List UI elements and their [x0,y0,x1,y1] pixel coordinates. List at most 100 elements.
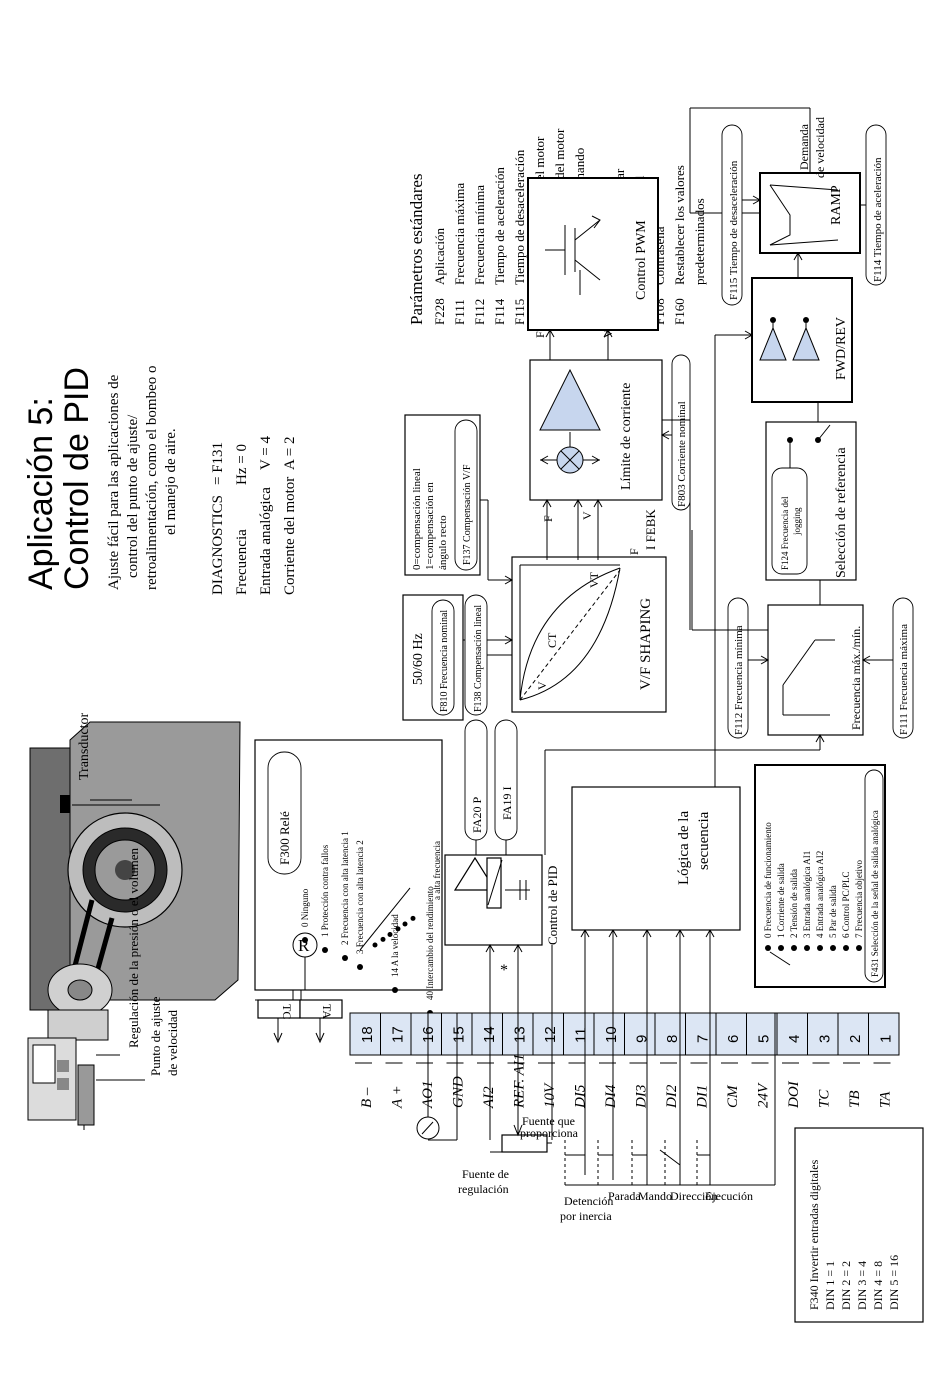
vf-f-label: F [627,548,641,555]
ao-option: 3 Entrada analógica AI1 [802,851,812,938]
din-row: DIN 1 = 1 [823,1261,837,1310]
terminal-cell [868,1012,900,1056]
terminal-name: AI2 [481,1086,497,1109]
ao-option: 1 Corriente de salida [776,863,786,938]
terminal-name: CM [725,1084,741,1108]
current-limit: Límite de corriente F V I FEBK F803 Corr… [529,328,691,560]
comp-text-line: 1=compensación en [424,482,436,570]
terminal-name: TA [878,1091,894,1108]
f137-label: F137 Compensación V/F [462,464,473,565]
relay-option: 1 Protección contra fallos [320,844,330,937]
description-line: el manejo de aire. [163,428,179,535]
relay-contact-ta: TA [320,1004,334,1019]
param-label: Aplicación [432,227,447,285]
relay-option: 14 A la velocidad [390,914,400,977]
description-line: Ajuste fácil para las aplicaciones de [106,374,122,590]
setpoint-label: de velocidad [165,1009,180,1076]
proportional-source-label: proporciona [520,1126,579,1140]
terminal-number: 6 [725,1035,742,1043]
run-label: Ejecución [705,1189,753,1203]
title-line-1: Aplicación 5: [22,397,60,590]
vf-label: V/F SHAPING [638,598,654,690]
f124b-label: jogging [792,507,802,536]
description-line: control del punto de ajuste/ [125,414,141,578]
regulation-label: Regulación de la presión o el volumen [126,847,141,1048]
terminal-number: 10 [603,1026,620,1043]
limit-label: Límite de corriente [619,383,634,490]
diagnostics-value: A = 2 [282,437,298,470]
terminal-number: 9 [634,1035,651,1043]
vf-v-label: V [535,681,549,690]
param-label: Frecuencia mínima [472,185,487,285]
terminal-wiring: Fuente de regulación Fuente que proporci… [416,1013,776,1223]
f115-label: F115 Tiempo de desaceleración [728,160,740,300]
signal-links [546,419,691,630]
terminal-number: 4 [786,1035,803,1043]
terminal-name: REF. AI1 [512,1054,528,1109]
terminal-cell [776,1012,808,1056]
freq-limit: Frecuencia máx./mín. F112 Frecuencia mín… [691,530,914,750]
diagnostics-value: Hz = 0 [234,444,250,485]
ref-select-label: Selección de referencia [834,447,849,578]
f111-label: F111 Frecuencia máxima [898,624,910,735]
feedback-source-label: regulación [458,1182,509,1196]
sequence-inputs [551,928,715,1013]
ao-option: 2 Tensión de salida [789,869,799,938]
terminal-number: 5 [756,1035,773,1043]
relay-contact-tc: TC [280,1004,294,1019]
description-line: retroalimentación, como el bombeo o [144,365,160,590]
terminal-number: 1 [878,1035,895,1043]
page-title: Aplicación 5: Control de PID [22,367,96,590]
pwm-control: Control PWM [527,177,659,331]
diagnostics-header-value: = F131 [210,442,226,485]
terminal-number: 7 [695,1035,712,1043]
stop-label: Parada [608,1189,641,1203]
proportional-source-label: Fuente que [522,1114,575,1128]
pwm-v: V [601,329,615,338]
terminal-name: B – [359,1087,375,1108]
direction-label: Dirección [670,1189,717,1203]
vf-vt-label: VT [587,571,601,588]
terminal-number: 12 [542,1026,559,1043]
diagnostics-header: DIAGNOSTICS [210,495,226,595]
vf-shaping: V CT VT V/F SHAPING F 50/60 Hz F810 Frec… [402,414,667,721]
pid-control: Control de PID * FA20 P FA19 I [444,719,820,1013]
terminal-name: 10V [542,1082,558,1108]
terminal-number: 15 [451,1026,468,1043]
coast-stop-label: Detención [564,1194,613,1208]
equipment-illustration: Transductor Regulación de la presión o e… [27,713,241,1130]
terminal-number: 2 [847,1035,864,1043]
din-title: F340 Invertir entradas digitales [807,1159,821,1310]
din-row: DIN 5 = 16 [887,1255,901,1310]
diagnostics: DIAGNOSTICS = F131 Frecuencia Hz = 0 Ent… [210,435,298,595]
terminal-cell [471,1012,503,1056]
relay-option: a alta frecuencia [432,841,442,900]
param-label: Restablecer los valores [672,165,687,285]
freq-limit-label: Frecuencia máx./mín. [849,626,863,730]
param-code: F115 [512,299,527,325]
title-line-2: Control de PID [58,367,96,590]
terminal-number: 8 [664,1035,681,1043]
limit-v: V [580,511,594,520]
terminal-number: 17 [390,1026,407,1043]
param-code: F112 [472,299,487,325]
param-label: predeterminados [692,198,707,285]
din-row: DIN 4 = 8 [871,1261,885,1310]
param-code: F114 [492,298,507,325]
ifebk-label: I FEBK [643,509,658,550]
fa19-label: FA19 I [500,787,514,820]
transducer-label: Transductor [77,713,92,780]
sequence-label: secuencia [696,811,712,870]
terminal-name: TC [817,1089,833,1108]
terminal-number: 18 [359,1026,376,1043]
ao-option: 5 Par de salida [828,885,838,938]
terminal-name: A + [390,1085,406,1109]
terminal-cell [624,1012,656,1056]
pid-label: Control de PID [545,866,560,945]
nominal-hz: 50/60 Hz [411,633,426,685]
comp-text-line: 0=compensación lineal [411,468,423,570]
